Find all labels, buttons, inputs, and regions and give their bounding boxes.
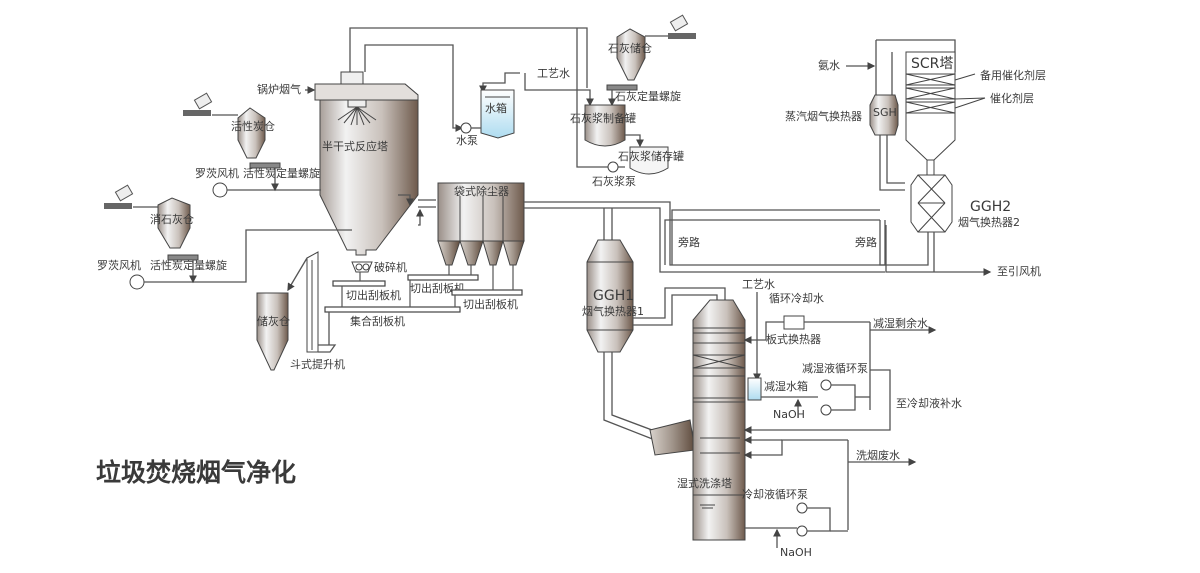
lime-slurry-storage-label: 石灰浆储存罐	[618, 149, 684, 163]
scraper-drop-lines	[341, 265, 514, 307]
diagram-title: 垃圾焚烧烟气净化	[96, 458, 296, 487]
ggh1-heat-exchanger: GGH1 烟气换热器1	[582, 239, 644, 353]
collect-scraper-label: 集合刮板机	[350, 314, 405, 328]
crusher: 破碎机	[351, 260, 407, 274]
dehumid-pump-label: 减湿液循环泵	[802, 361, 868, 375]
ggh1-to-ggh2-pipe	[671, 209, 880, 265]
reactor-top-pipes	[349, 27, 588, 132]
ggh2-sub-label: 烟气换热器2	[958, 215, 1020, 229]
sgh-label: SGH	[873, 106, 897, 119]
bag-filter: 袋式除尘器	[437, 182, 525, 266]
scraper-out-1-label: 切出刮板机	[346, 288, 401, 302]
lime-slurry-pump-label: 石灰浆泵	[592, 174, 636, 188]
carbon-screw-1-label: 活性炭定量螺旋	[243, 166, 320, 180]
lime-slurry-pump-icon	[607, 161, 619, 173]
scraper-out-3	[451, 289, 523, 296]
semi-dry-reactor: 半干式反应塔	[314, 71, 419, 256]
ash-silo-label: 储灰仓	[257, 314, 290, 328]
ggh2-heat-exchanger: GGH2 烟气换热器2	[910, 174, 1020, 233]
dehumid-pump-icon-2	[820, 404, 832, 416]
scr-label: SCR塔	[911, 56, 953, 72]
coolant-pump-label: 冷却液循环泵	[742, 487, 808, 501]
dehumid-tank-icon	[747, 377, 762, 401]
dehumid-surplus-label: 减湿剩余水	[873, 316, 928, 330]
activated-carbon-silo: 活性炭仓	[231, 107, 275, 159]
wet-scrubber: 湿式洗涤塔	[677, 299, 746, 541]
carbon-screw-2	[167, 254, 199, 261]
water-pump-icon	[460, 122, 472, 134]
bag-filter-label: 袋式除尘器	[454, 184, 509, 198]
carbon-screw-2-label: 活性炭定量螺旋	[150, 258, 227, 272]
ggh1-label: GGH1	[593, 288, 634, 304]
water-pump-label: 水泵	[456, 134, 478, 147]
scraper-out-2	[407, 274, 479, 281]
carbon-screw-1	[249, 162, 281, 169]
scraper-out-3-label: 切出刮板机	[463, 297, 518, 311]
coolant-pump-icon-2	[796, 525, 808, 537]
lime-slurry-prep-tank: 石灰浆制备罐	[570, 104, 636, 147]
wet-scrubber-label: 湿式洗涤塔	[677, 476, 732, 490]
ash-silo: 储灰仓	[256, 292, 290, 371]
slaked-lime-silo: 消石灰仓	[150, 197, 194, 249]
dehumid-pump-icon-1	[820, 379, 832, 391]
slaked-lime-silo-label: 消石灰仓	[150, 212, 194, 226]
to-id-fan-label: 至引风机	[997, 264, 1041, 278]
ggh1-sub-label: 烟气换热器1	[582, 304, 644, 318]
catalyst-label: 催化剂层	[990, 91, 1034, 105]
truck-icon-2	[104, 184, 158, 209]
spare-catalyst-label: 备用催化剂层	[980, 68, 1046, 82]
process-water-1-label: 工艺水	[537, 67, 570, 80]
boiler-flue-gas-label: 锅炉烟气	[257, 82, 301, 96]
cooling-water-label: 循环冷却水	[769, 292, 824, 305]
scraper-out-1	[332, 280, 386, 287]
roots-blower-2-icon	[129, 274, 145, 290]
collect-scraper	[324, 306, 461, 313]
reactor-to-bagfilter-pipe	[398, 194, 436, 226]
lime-slurry-storage-tank: 石灰浆储存罐	[618, 146, 684, 175]
process-water-2-label: 工艺水	[742, 278, 775, 291]
lime-slurry-prep-label: 石灰浆制备罐	[570, 111, 636, 125]
bucket-elevator-label: 斗式提升机	[290, 357, 345, 371]
roots-blower-2-label: 罗茨风机	[97, 258, 141, 272]
lime-silo-label: 石灰储仓	[608, 41, 652, 55]
wash-wastewater-label: 洗烟废水	[856, 448, 900, 462]
lime-silo: 石灰储仓	[608, 28, 652, 81]
roots-blower-1-label: 罗茨风机	[195, 166, 239, 180]
lime-screw	[606, 84, 638, 91]
activated-carbon-silo-label: 活性炭仓	[231, 119, 275, 133]
to-coolant-makeup-label: 至冷却液补水	[896, 396, 962, 410]
main-flue-duct: 旁路	[524, 201, 886, 273]
reactor-label: 半干式反应塔	[322, 139, 388, 153]
dehumid-tank-label: 减湿水箱	[764, 379, 808, 393]
process-water-pipe-1	[479, 72, 520, 94]
crusher-label: 破碎机	[374, 260, 407, 274]
plate-hx-label: 板式换热器	[766, 332, 821, 346]
scraper-out-2-label: 切出刮板机	[410, 281, 465, 295]
ggh2-label: GGH2	[970, 199, 1011, 215]
coolant-pump-icon-1	[796, 502, 808, 514]
water-tank-label: 水箱	[485, 101, 507, 115]
scrubber-to-ggh1-pipe	[633, 287, 726, 319]
naoh-2-label: NaOH	[780, 546, 812, 559]
truck-icon-3	[645, 14, 696, 39]
scr-tower: SCR塔 备用催化剂层 催化剂层	[905, 51, 1046, 176]
scrubber-inlet-duct	[649, 419, 696, 456]
ammonia-water-label: 氨水	[818, 59, 840, 72]
lime-screw-label: 石灰定量螺旋	[615, 89, 681, 103]
truck-icon-1	[183, 92, 238, 116]
bypass-2-label: 旁路	[855, 235, 877, 249]
bucket-elevator: 斗式提升机	[287, 251, 345, 371]
sgh-sub-label: 蒸汽烟气换热器	[785, 109, 862, 123]
water-tank: 水箱	[480, 89, 515, 139]
roots-blower-1-icon	[212, 182, 228, 198]
naoh-1-label: NaOH	[773, 408, 805, 421]
bypass-1-label: 旁路	[678, 235, 700, 249]
plate-hx-icon	[783, 315, 805, 330]
